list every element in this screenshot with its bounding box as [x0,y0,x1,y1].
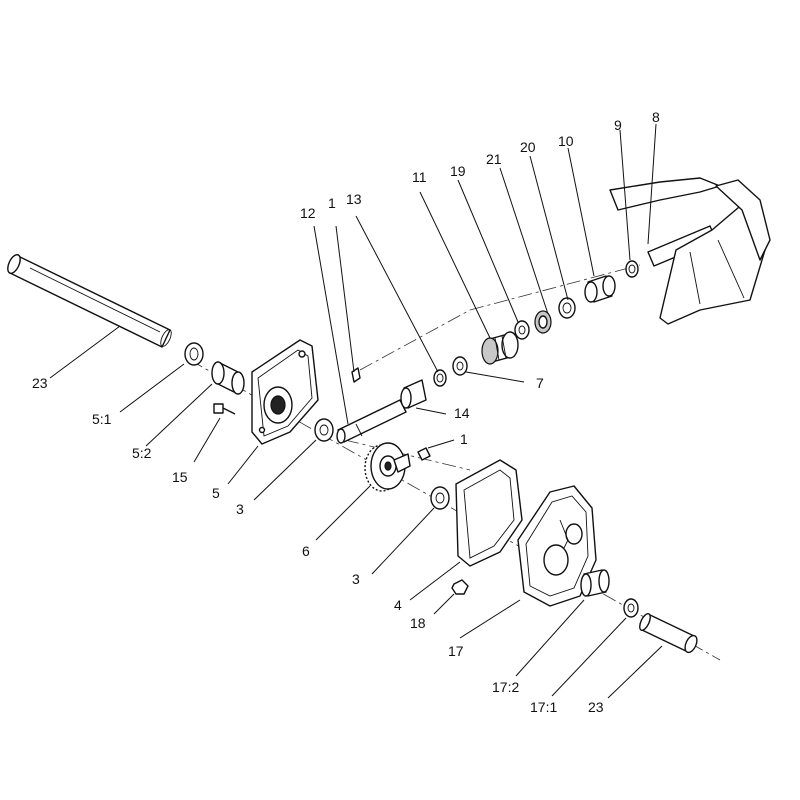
callout-labels: 23 5:1 5:2 15 5 3 6 3 4 18 17 17:2 17:1 … [32,109,660,715]
callout-15: 15 [172,469,188,485]
washer-3-lower [430,486,450,510]
bushing-10 [584,275,616,303]
callout-23-bottom: 23 [588,699,604,715]
bushing-5-2 [211,361,245,395]
callout-23-top: 23 [32,375,48,391]
callout-7: 7 [536,375,544,391]
callout-18: 18 [410,615,426,631]
nut-18 [451,579,469,595]
callout-11: 11 [412,169,427,185]
callout-19: 19 [450,163,466,179]
tube-upper [7,253,172,348]
key-1-upper [351,367,361,383]
assembly-axis-lines [189,264,721,661]
gasket-4 [455,459,523,567]
washer-3-upper [314,418,334,442]
bushing-17-2 [580,569,610,597]
snap-ring-13 [433,369,447,387]
bolt-15 [213,403,236,415]
washer-19 [514,320,530,340]
callout-3-lower: 3 [352,571,360,587]
ring-9 [625,260,639,278]
leader-lines [49,123,663,699]
callout-1-lower: 1 [460,431,468,447]
callout-1-upper: 1 [328,195,336,211]
callout-6: 6 [302,543,310,559]
callout-13: 13 [346,191,362,207]
callout-5-1: 5:1 [92,411,112,427]
housing-plate-5 [251,339,319,445]
callout-14: 14 [454,405,470,421]
washer-7 [452,356,468,376]
impeller-8 [609,177,771,325]
callout-17-1: 17:1 [530,699,557,715]
gear-6 [364,442,411,492]
callout-5: 5 [212,485,220,501]
callout-3-upper: 3 [236,501,244,517]
callout-9: 9 [614,117,622,133]
washer-5-1 [184,342,204,366]
gear-case-17 [517,485,597,607]
callout-8: 8 [652,109,660,125]
callout-20: 20 [520,139,536,155]
callout-17-2: 17:2 [492,679,519,695]
callout-10: 10 [558,133,574,149]
key-1-lower [417,447,431,461]
callout-12: 12 [300,205,316,221]
callout-17: 17 [448,643,464,659]
washer-17-1 [623,598,639,618]
callout-4: 4 [394,597,402,613]
tube-lower [639,612,698,654]
bushing-14 [400,379,427,409]
shaft-12 [336,399,407,444]
worm-gear-11 [481,331,519,365]
thrust-bearing-21 [534,310,552,334]
washer-20 [558,297,576,319]
callout-5-2: 5:2 [132,445,152,461]
callout-21: 21 [486,151,502,167]
